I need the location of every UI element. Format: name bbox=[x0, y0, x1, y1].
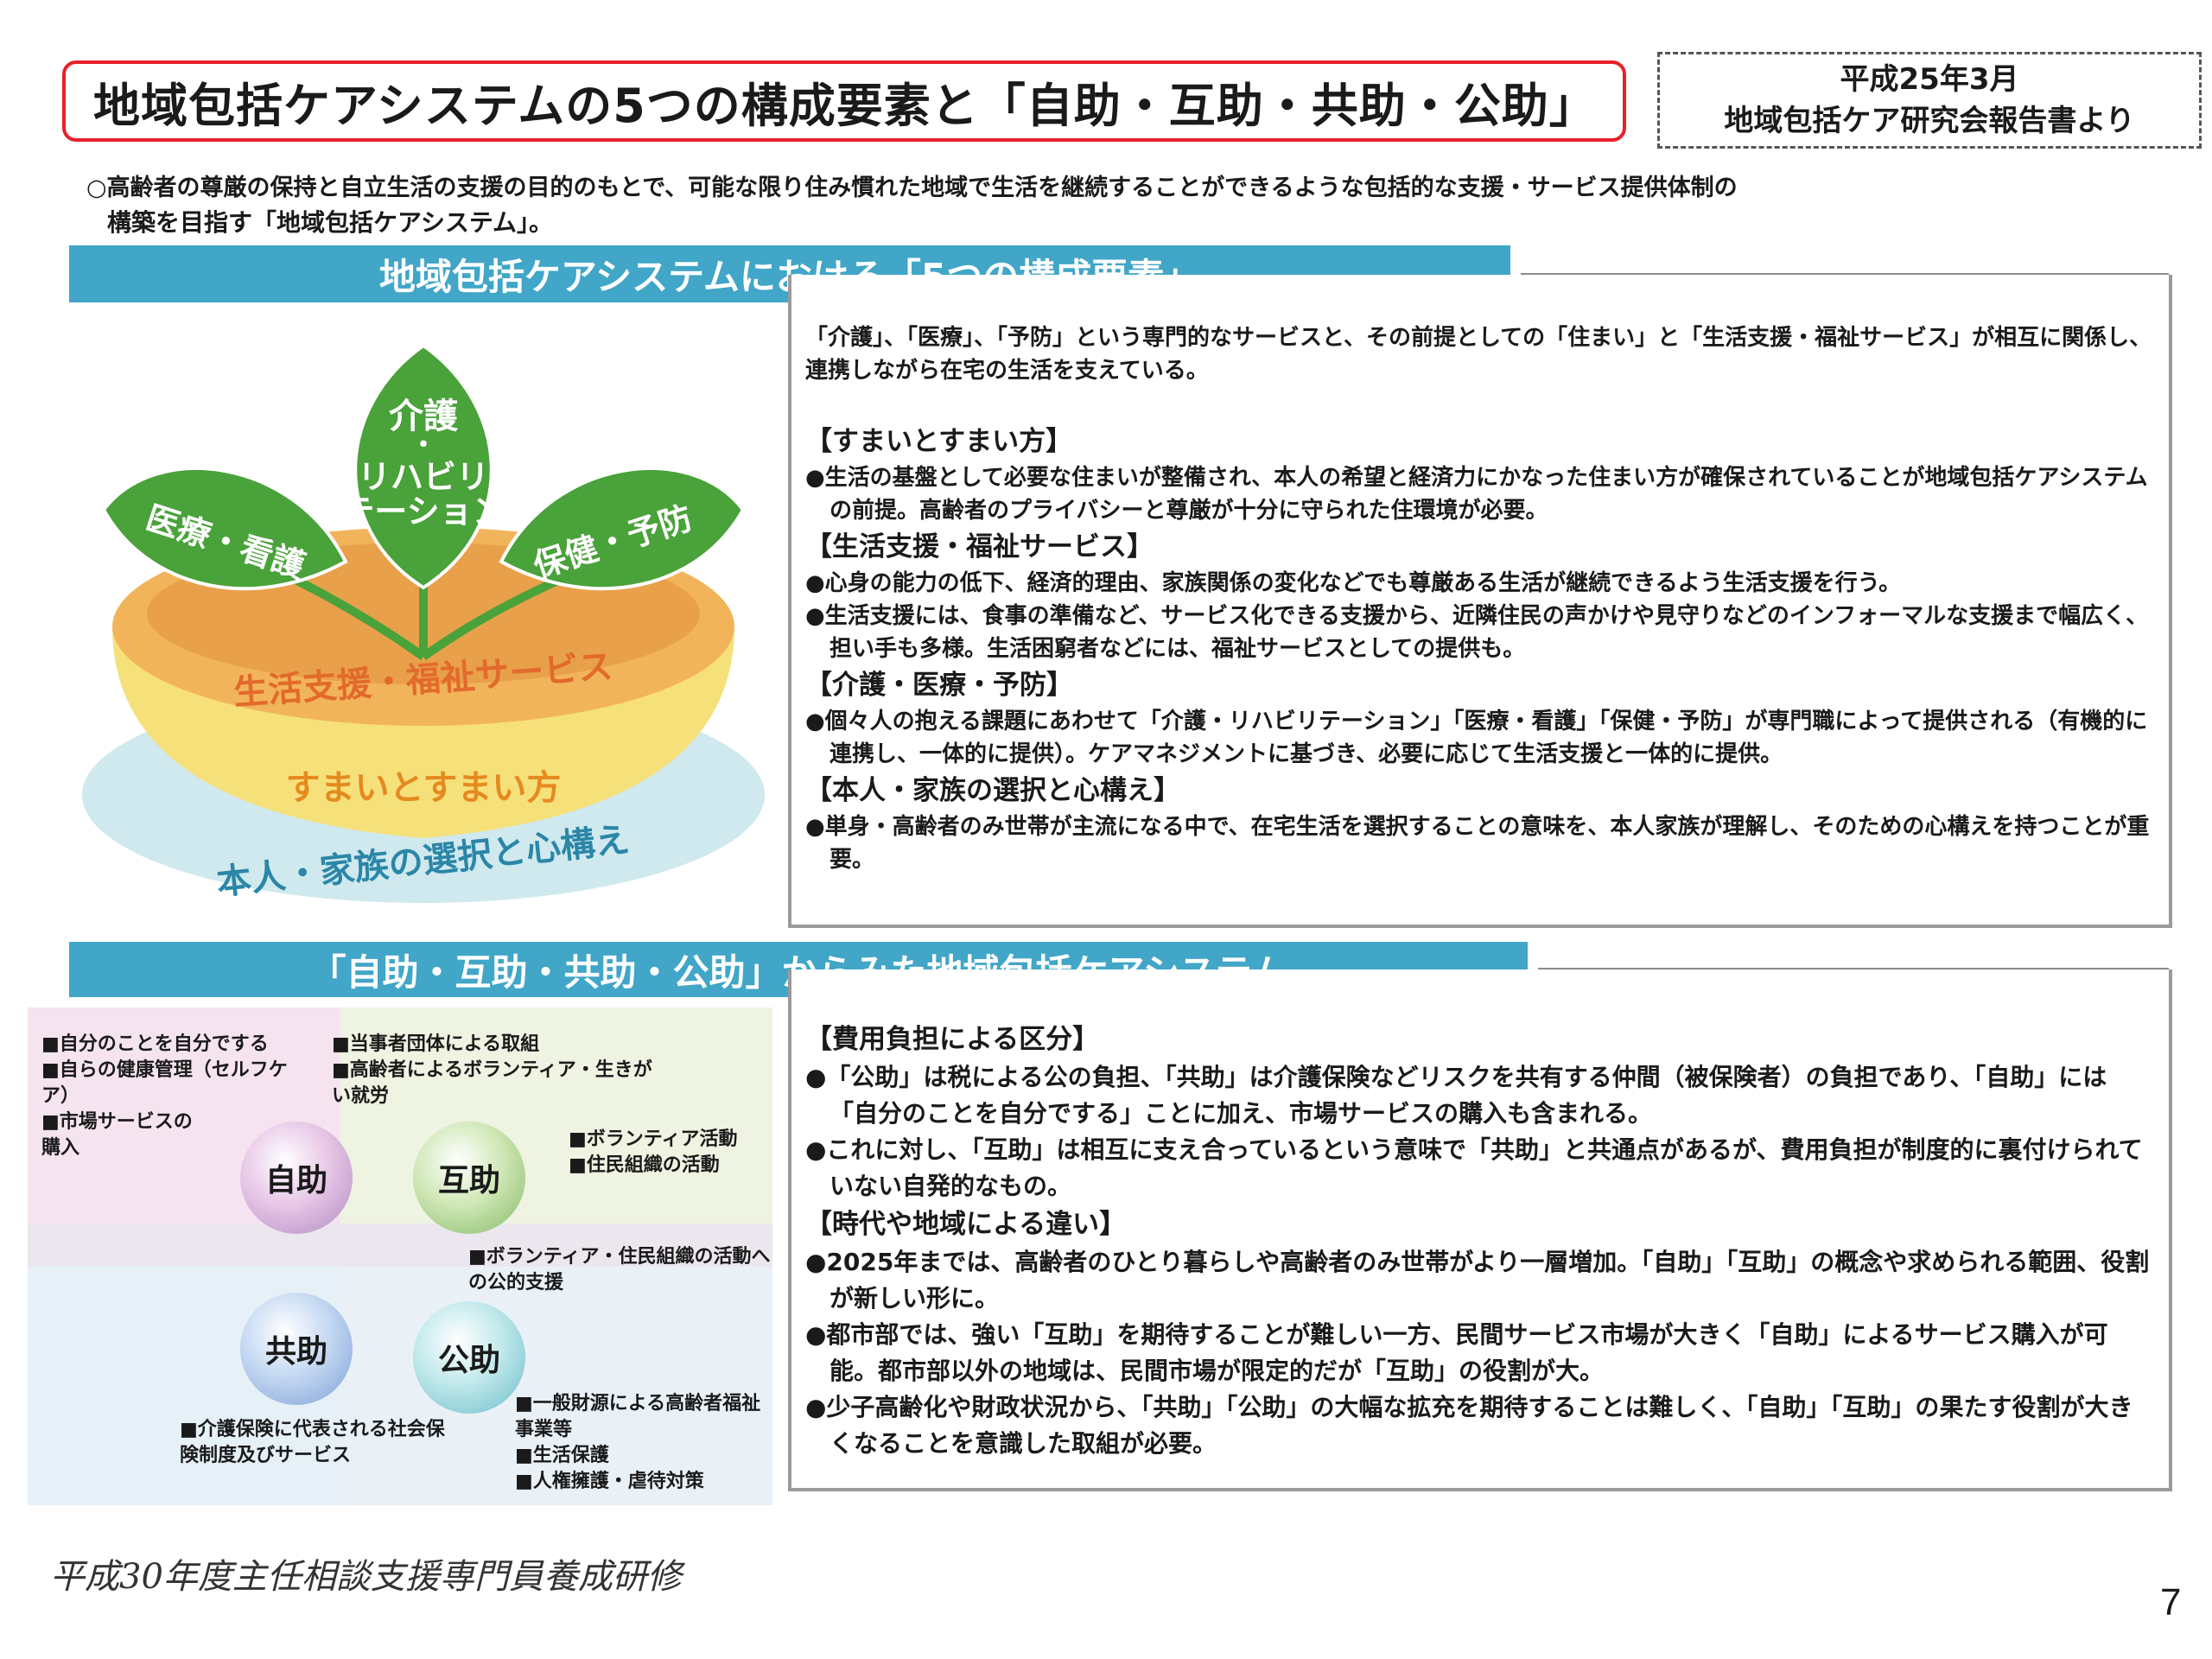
block-bullet: ●少子高齢化や財政状況から、「共助」「公助」の大幅な拡充を期待することは難しく、… bbox=[805, 1393, 2133, 1458]
intro-line-2: 構築を目指す「地域包括ケアシステム」。 bbox=[107, 208, 554, 237]
section2-text-panel bbox=[788, 969, 2172, 1491]
kyojo-item: ■介護保険に代表される社会保険制度及びサービス bbox=[180, 1419, 445, 1466]
kojo-item: ■一般財源による高齢者福祉事業等 bbox=[515, 1393, 761, 1440]
gojo-item: ■ボランティア・住民組織の活動への公的支援 bbox=[468, 1246, 771, 1294]
block-heading: 【すまいとすまい方】 bbox=[805, 426, 1073, 457]
gojo-item: ■住民組織の活動 bbox=[569, 1154, 720, 1176]
intro-text: ○高齢者の尊厳の保持と自立生活の支援の目的のもとで、可能な限り住み慣れた地域で生… bbox=[86, 171, 2143, 240]
block-bullet: ●個々人の抱える課題にあわせて「介護・リハビリテーション」「医療・看護」「保健・… bbox=[805, 709, 2148, 767]
quadrant-diagram: ■自分のことを自分でする ■自らの健康管理（セルフケア） ■市場サービスの購入 … bbox=[28, 1007, 772, 1505]
jijo-item: ■自らの健康管理（セルフケア） bbox=[41, 1059, 288, 1107]
block-bullet: ●単身・高齢者のみ世帯が主流になる中で、在宅生活を選択することの意味を、本人家族… bbox=[805, 814, 2150, 873]
block-bullet: ●これに対し、「互助」は相互に支え合っているという意味で「共助」と共通点があるが… bbox=[805, 1135, 2143, 1200]
leaf-left bbox=[101, 467, 348, 591]
section1-summary: 「介護」、「医療」、「予防」という専門的なサービスと、その前提としての「住まい」… bbox=[805, 325, 2152, 384]
footer-text: 平成30年度主任相談支援専門員養成研修 bbox=[50, 1557, 682, 1597]
source-line-2: 地域包括ケア研究会報告書より bbox=[1724, 104, 2135, 138]
block-bullet: ●生活の基盤として必要な住まいが整備され、本人の希望と経済力にかなった住まい方が… bbox=[805, 465, 2148, 524]
kojo-item: ■生活保護 bbox=[515, 1445, 609, 1466]
section1-text-panel bbox=[788, 275, 2172, 928]
quadrant-kojo-bg bbox=[340, 1232, 772, 1505]
leaf-center-line-2: ・ bbox=[410, 430, 436, 461]
block-bullet: ●「公助」は税による公の負担、「共助」は介護保険などリスクを共有する仲間（被保険… bbox=[805, 1063, 2107, 1128]
block-heading: 【時代や地域による違い】 bbox=[805, 1209, 1127, 1240]
intro-line-1: ○高齢者の尊厳の保持と自立生活の支援の目的のもとで、可能な限り住み慣れた地域で生… bbox=[86, 175, 1738, 201]
jijo-item: ■市場サービスの購入 bbox=[41, 1111, 193, 1159]
kojo-items: ■一般財源による高齢者福祉事業等 ■生活保護 ■人権擁護・虐待対策 bbox=[515, 1391, 771, 1495]
source-box: 平成25年3月 地域包括ケア研究会報告書より bbox=[1657, 52, 2202, 149]
gojo-items-top: ■当事者団体による取組 ■高齢者によるボランティア・生きがい就労 bbox=[332, 1032, 669, 1109]
kyojo-circle: 共助 bbox=[240, 1293, 353, 1405]
kyojo-items: ■介護保険に代表される社会保険制度及びサービス bbox=[180, 1417, 448, 1469]
leaf-center bbox=[353, 343, 493, 590]
block-heading: 【費用負担による区分】 bbox=[805, 1024, 1100, 1055]
source-line-1: 平成25年3月 bbox=[1840, 62, 2019, 97]
jijo-items: ■自分のことを自分でする ■自らの健康管理（セルフケア） ■市場サービスの購入 bbox=[41, 1032, 309, 1161]
gojo-items-side: ■ボランティア活動 ■住民組織の活動 bbox=[569, 1127, 772, 1179]
block-bullet: ●2025年までは、高齢者のひとり暮らしや高齢者のみ世帯がより一層増加。「自助」… bbox=[805, 1248, 2150, 1313]
block-bullet: ●都市部では、強い「互助」を期待することが難しい一方、民間サービス市場が大きく「… bbox=[805, 1320, 2108, 1385]
page-number: 7 bbox=[2160, 1581, 2182, 1624]
kojo-circle: 公助 bbox=[413, 1301, 525, 1414]
stem-left bbox=[291, 575, 426, 661]
block-heading: 【介護・医療・予防】 bbox=[805, 670, 1073, 701]
leaf-center-line-3: リハビリ bbox=[358, 458, 489, 496]
section1-text: 「介護」、「医療」、「予防」という専門的なサービスと、その前提としての「住まい」… bbox=[805, 321, 2153, 876]
page-title: 地域包括ケアシステムの5つの構成要素と「自助・互助・共助・公助」 bbox=[93, 78, 1597, 133]
block-heading: 【本人・家族の選択と心構え】 bbox=[805, 775, 1180, 806]
jijo-label: 自助 bbox=[264, 1163, 327, 1198]
title-box: 地域包括ケアシステムの5つの構成要素と「自助・互助・共助・公助」 bbox=[62, 60, 1626, 142]
section2-text: 【費用負担による区分】 ●「公助」は税による公の負担、「共助」は介護保険などリス… bbox=[805, 1020, 2153, 1462]
gojo-item: ■当事者団体による取組 bbox=[332, 1033, 540, 1055]
kojo-item: ■人権擁護・虐待対策 bbox=[515, 1471, 704, 1492]
leaf-center-line-4: テーション bbox=[341, 493, 505, 531]
block-bullet: ●心身の能力の低下、経済的理由、家族関係の変化などでも尊厳ある生活が継続できるよ… bbox=[805, 570, 1902, 596]
jijo-item: ■自分のことを自分でする bbox=[41, 1033, 269, 1055]
plant-diagram: 介護 ・ リハビリ テーション 医療・看護 保健・予防 生活支援・福祉サービス … bbox=[82, 343, 765, 903]
gojo-item: ■ボランティア活動 bbox=[569, 1128, 738, 1150]
block-bullet: ●生活支援には、食事の準備など、サービス化できる支援から、近隣住民の声かけや見守… bbox=[805, 603, 2149, 662]
gojo-label: 互助 bbox=[437, 1163, 500, 1198]
jijo-circle: 自助 bbox=[240, 1122, 353, 1234]
pot-label: すまいとすまい方 bbox=[286, 768, 562, 808]
quadrant-divider-band bbox=[28, 1224, 772, 1267]
quadrant-gojo-bg bbox=[340, 1007, 772, 1232]
kyojo-label: 共助 bbox=[264, 1334, 327, 1370]
block-heading: 【生活支援・福祉サービス】 bbox=[805, 531, 1154, 563]
stem-right bbox=[421, 575, 564, 661]
gojo-items-bottom: ■ボランティア・住民組織の活動への公的支援 bbox=[468, 1244, 772, 1296]
leaf-center-line-1: 介護 bbox=[389, 397, 459, 436]
gojo-item: ■高齢者によるボランティア・生きがい就労 bbox=[332, 1059, 652, 1107]
leaf-right bbox=[499, 467, 746, 591]
kojo-label: 公助 bbox=[437, 1343, 500, 1378]
gojo-circle: 互助 bbox=[413, 1122, 525, 1234]
